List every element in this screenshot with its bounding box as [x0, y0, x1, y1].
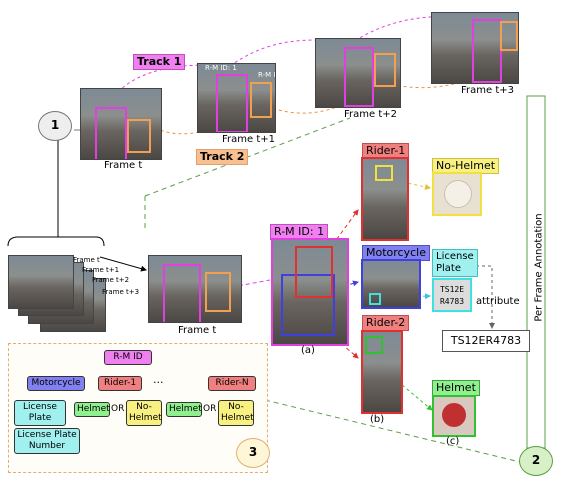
frame-t3-image — [431, 12, 519, 84]
stack-label-2: Frame t+2 — [92, 276, 130, 284]
tree-riderN: Rider-N — [208, 376, 256, 391]
motorcycle-tag: Motorcycle — [362, 245, 430, 261]
tree-license-plate: License Plate — [14, 400, 66, 426]
license-plate-crop: TS12E R4783 — [432, 278, 472, 312]
rider2-tag: Rider-2 — [362, 315, 410, 331]
frame-t3-label: Frame t+3 — [461, 85, 514, 96]
stack-label-3: Frame t+3 — [102, 288, 140, 296]
frame-t1-image — [197, 63, 276, 133]
rm-label-2: R-M ID: 2 — [258, 71, 290, 79]
step-marker-2: 2 — [519, 446, 553, 476]
rider2-crop — [361, 330, 403, 414]
panel2-edge-bottom — [264, 399, 521, 463]
attribute-label: attribute — [476, 296, 520, 307]
per-frame-annotation-label: Per Frame Annotation — [533, 213, 545, 322]
frame-t2-label: Frame t+2 — [344, 109, 397, 120]
frame-t-image — [80, 88, 162, 160]
track2-box — [127, 119, 151, 153]
stack-label-0: Frame t — [73, 256, 100, 264]
tree-or-b: OR — [203, 404, 217, 414]
no-helmet-crop — [432, 172, 482, 216]
license-plate-tag: License Plate — [432, 249, 478, 277]
tree-license-plate-number: License Plate Number — [14, 428, 80, 454]
stack-frame-1 — [8, 255, 74, 309]
tree-root: R-M ID — [104, 350, 152, 365]
tree-nohelmet-b: No- Helmet — [218, 400, 254, 426]
stack-to-frame-arrow — [99, 256, 147, 272]
tree-motorcycle: Motorcycle — [27, 376, 85, 391]
tree-helmet-b: Helmet — [166, 402, 202, 417]
frame-t-mid-image — [148, 255, 242, 323]
frame-t1-label: Frame t+1 — [222, 134, 275, 145]
step-marker-1: 1 — [38, 111, 72, 141]
stack-bracket — [7, 236, 105, 247]
tree-helmet-a: Helmet — [74, 402, 110, 417]
plate-number-box: TS12ER4783 — [442, 330, 530, 352]
rm-crop-image — [271, 238, 349, 346]
rm-label-1: R-M ID: 1 — [205, 64, 237, 72]
tree-nohelmet-a: No- Helmet — [126, 400, 162, 426]
frame-t-label: Frame t — [104, 160, 143, 171]
sub-label-b: (b) — [370, 414, 385, 425]
motorcycle-crop — [361, 259, 421, 309]
helmet-crop — [432, 395, 476, 437]
frame-t-mid-label: Frame t — [178, 325, 217, 336]
tree-dots: ··· — [153, 376, 164, 389]
step-marker-3: 3 — [236, 438, 270, 468]
track1-tag: Track 1 — [133, 54, 186, 70]
track1-box — [95, 107, 127, 159]
sub-label-a: (a) — [301, 345, 315, 356]
helmet-tag: Helmet — [432, 380, 480, 396]
tree-rider1: Rider-1 — [98, 376, 142, 391]
sub-label-c: (c) — [446, 436, 460, 447]
tree-or-a: OR — [111, 404, 125, 414]
stack-label-1: Frame t+1 — [82, 266, 120, 274]
track2-tag: Track 2 — [196, 149, 249, 165]
frame-t2-image — [315, 38, 401, 108]
rm-id-tag: R-M ID: 1 — [270, 224, 329, 240]
rider1-crop — [361, 157, 409, 241]
